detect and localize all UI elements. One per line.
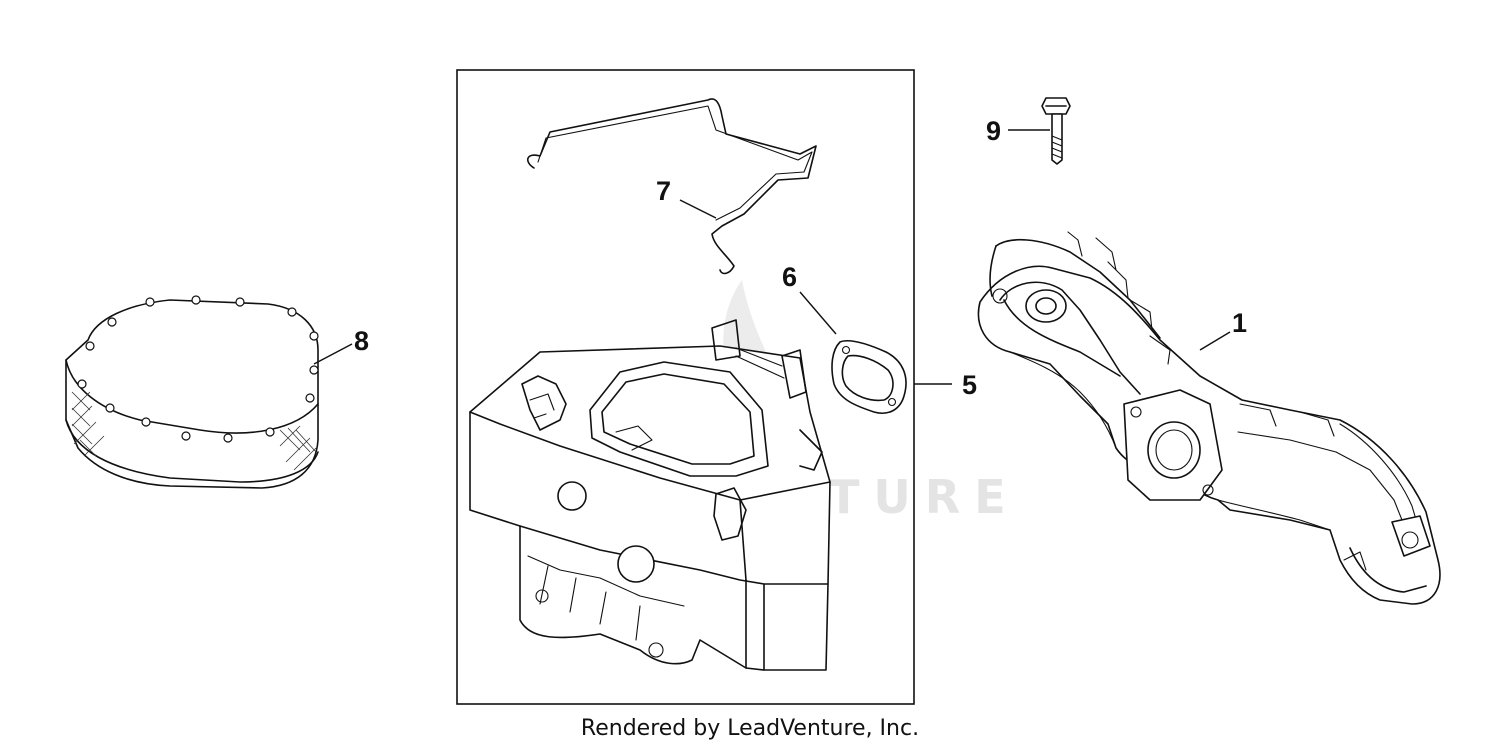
part-6-gasket [831,339,907,414]
callout-9: 9 [986,116,1001,146]
part-5-air-cleaner-base [469,319,831,671]
credit-line: Rendered by LeadVenture, Inc. [580,716,920,741]
part-7-wire-clip [527,98,817,275]
callout-7: 7 [656,176,671,206]
callout-8: 8 [354,326,369,356]
kit-box [456,69,915,705]
callout-5: 5 [962,370,977,400]
leader-lines [313,129,1231,385]
callout-6: 6 [782,262,797,292]
part-8-air-filter [65,295,319,489]
part-9-bolt [1041,97,1071,165]
callout-1: 1 [1232,308,1247,338]
callouts: 8 7 6 5 9 1 [354,116,1247,400]
part-1-intake-manifold [977,231,1441,605]
